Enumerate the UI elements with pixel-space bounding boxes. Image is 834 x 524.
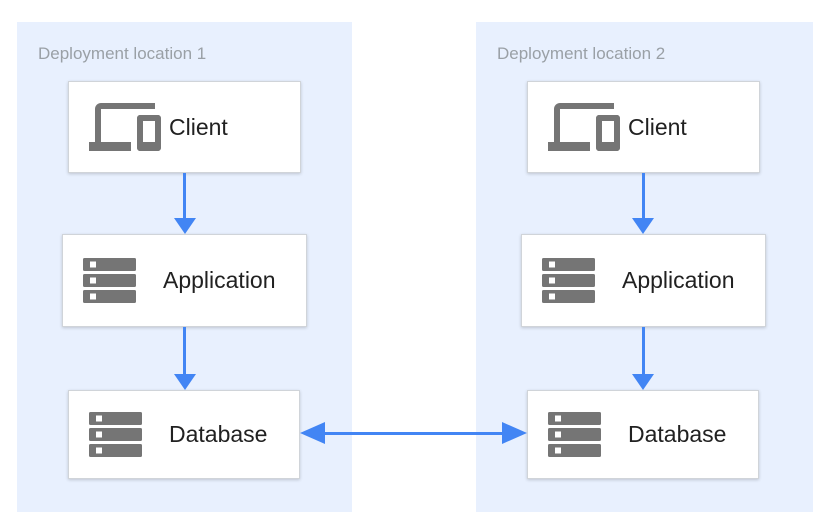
database-node-1: Database <box>68 390 300 479</box>
database-node-2: Database <box>527 390 759 479</box>
deployment-location-1-panel: Deployment location 1 Client A <box>17 22 352 512</box>
node-label: Application <box>622 267 735 293</box>
node-label: Client <box>169 113 228 140</box>
server-stack-icon <box>542 258 622 303</box>
server-stack-icon <box>548 412 628 457</box>
node-label: Client <box>628 113 687 140</box>
node-label: Database <box>169 421 268 447</box>
server-stack-icon <box>83 258 163 303</box>
node-label: Application <box>163 267 276 293</box>
panel-title: Deployment location 1 <box>38 44 207 63</box>
application-node-1: Application <box>62 234 307 327</box>
devices-icon <box>548 91 628 163</box>
panel-title: Deployment location 2 <box>497 44 666 63</box>
client-node-1: Client <box>68 81 301 173</box>
application-node-2: Application <box>521 234 766 327</box>
devices-icon <box>89 91 169 163</box>
client-node-2: Client <box>527 81 760 173</box>
server-stack-icon <box>89 412 169 457</box>
node-label: Database <box>628 421 727 447</box>
deployment-location-2-panel: Deployment location 2 Client A <box>476 22 813 512</box>
